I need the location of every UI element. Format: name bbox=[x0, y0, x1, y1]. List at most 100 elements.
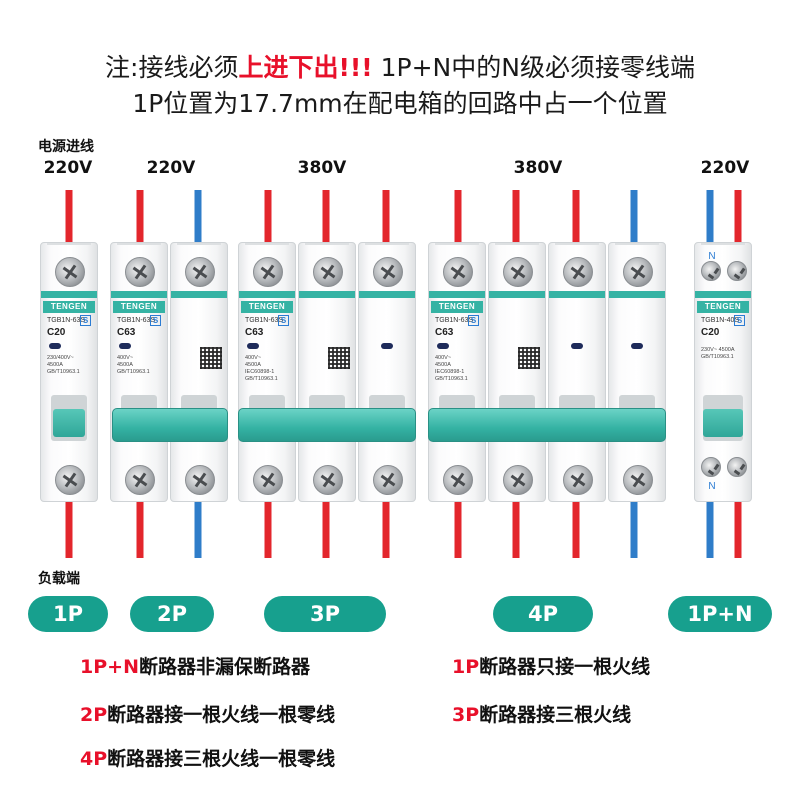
pill-3p: 3P bbox=[264, 596, 386, 632]
breaker-4p-pole-4 bbox=[608, 242, 666, 502]
breaker-1p-pole: TENGEN TGB1N-63S S C20 230/400V~ 4500A G… bbox=[40, 242, 98, 502]
switch-lever[interactable] bbox=[238, 408, 416, 442]
note-4p-text: 断路器接三根火线一根零线 bbox=[107, 748, 336, 770]
n-mark: N bbox=[708, 251, 716, 262]
breaker-4p-pole-3 bbox=[548, 242, 606, 502]
note-4p: 4P断路器接三根火线一根零线 bbox=[80, 744, 335, 771]
note-1p-highlight: 1P bbox=[452, 656, 480, 678]
rating-label: C63 bbox=[117, 327, 136, 338]
brand-label: TENGEN bbox=[113, 301, 165, 313]
terminal-screw-icon bbox=[701, 261, 721, 281]
pill-1pn: 1P+N bbox=[668, 596, 772, 632]
wire-out bbox=[454, 496, 462, 558]
wire-in bbox=[194, 190, 202, 254]
terminal-screw-icon bbox=[563, 257, 593, 287]
switch-lever[interactable] bbox=[112, 408, 228, 442]
rating-label: C63 bbox=[435, 327, 454, 338]
indicator-icon bbox=[49, 343, 61, 349]
note-3p-highlight: 3P bbox=[452, 704, 480, 726]
switch-lever[interactable] bbox=[703, 409, 743, 437]
s-mark: S bbox=[150, 315, 161, 326]
note-2p: 2P断路器接一根火线一根零线 bbox=[80, 700, 335, 727]
voltage-1pn: 220V bbox=[700, 158, 750, 178]
terminal-screw-icon bbox=[185, 465, 215, 495]
brand-label: TENGEN bbox=[43, 301, 95, 313]
wire-in bbox=[322, 190, 330, 254]
wire-in bbox=[264, 190, 272, 254]
terminal-screw-icon bbox=[503, 465, 533, 495]
header-line-1-highlight: 上进下出!!! bbox=[238, 53, 373, 82]
pill-4p: 4P bbox=[493, 596, 593, 632]
note-2p-text: 断路器接一根火线一根零线 bbox=[107, 704, 336, 726]
wire-out bbox=[65, 496, 73, 558]
rating-label: C20 bbox=[701, 327, 720, 338]
terminal-screw-icon bbox=[727, 261, 747, 281]
spec-label: 400V~ 4500A IEC60898-1 GB/T10963.1 bbox=[435, 355, 468, 382]
wire-in bbox=[382, 190, 390, 254]
qr-code-icon bbox=[200, 347, 222, 369]
wire-out bbox=[264, 496, 272, 558]
terminal-screw-icon bbox=[623, 257, 653, 287]
terminal-screw-icon bbox=[313, 257, 343, 287]
qr-code-icon bbox=[328, 347, 350, 369]
voltage-2p: 220V bbox=[146, 158, 196, 178]
breaker-2p-pole-2 bbox=[170, 242, 228, 502]
rating-label: C63 bbox=[245, 327, 264, 338]
terminal-screw-icon bbox=[701, 457, 721, 477]
brand-label: TENGEN bbox=[241, 301, 293, 313]
wire-in bbox=[734, 190, 742, 254]
model-label: TGB1N-63S bbox=[435, 317, 474, 324]
spec-label: 400V~ 4500A IEC60898-1 GB/T10963.1 bbox=[245, 355, 278, 382]
terminal-screw-icon bbox=[185, 257, 215, 287]
brand-label: TENGEN bbox=[697, 301, 749, 313]
wire-out bbox=[734, 496, 742, 558]
wire-in bbox=[65, 190, 73, 254]
terminal-screw-icon bbox=[253, 257, 283, 287]
voltage-3p: 380V bbox=[297, 158, 347, 178]
note-2p-highlight: 2P bbox=[80, 704, 108, 726]
load-end-label: 负载端 bbox=[38, 571, 80, 587]
indicator-icon bbox=[381, 343, 393, 349]
s-mark: S bbox=[734, 315, 745, 326]
terminal-screw-icon bbox=[373, 465, 403, 495]
terminal-screw-icon bbox=[253, 465, 283, 495]
note-1p: 1P断路器只接一根火线 bbox=[452, 652, 650, 679]
model-label: TGB1N-63S bbox=[47, 317, 86, 324]
model-label: TGB1N-40S bbox=[701, 317, 740, 324]
wire-out bbox=[706, 496, 714, 558]
note-1p-text: 断路器只接一根火线 bbox=[479, 656, 651, 678]
s-mark: S bbox=[468, 315, 479, 326]
switch-lever[interactable] bbox=[428, 408, 666, 442]
breaker-2p-pole-1: TENGEN TGB1N-63S S C63 400V~ 4500A GB/T1… bbox=[110, 242, 168, 502]
brand-label: TENGEN bbox=[431, 301, 483, 313]
terminal-screw-icon bbox=[727, 457, 747, 477]
pill-2p: 2P bbox=[130, 596, 214, 632]
voltage-1p: 220V bbox=[43, 158, 93, 178]
note-1pn: 1P+N断路器非漏保断路器 bbox=[80, 652, 310, 679]
header-line-1-prefix: 注:接线必须 bbox=[105, 53, 239, 82]
terminal-screw-icon bbox=[313, 465, 343, 495]
model-label: TGB1N-63S bbox=[117, 317, 156, 324]
wire-in bbox=[512, 190, 520, 254]
note-4p-highlight: 4P bbox=[80, 748, 108, 770]
switch-lever[interactable] bbox=[53, 409, 85, 437]
s-mark: S bbox=[80, 315, 91, 326]
terminal-screw-icon bbox=[125, 465, 155, 495]
breaker-1pn-pole: N TENGEN TGB1N-40S S C20 230V~ 4500A GB/… bbox=[694, 242, 752, 502]
note-3p-text: 断路器接三根火线 bbox=[479, 704, 632, 726]
wire-out bbox=[512, 496, 520, 558]
wire-in bbox=[454, 190, 462, 254]
voltage-4p: 380V bbox=[513, 158, 563, 178]
header-line-2: 1P位置为17.7mm在配电箱的回路中占一个位置 bbox=[132, 89, 668, 118]
power-in-label: 电源进线 bbox=[38, 139, 94, 155]
terminal-screw-icon bbox=[373, 257, 403, 287]
s-mark: S bbox=[278, 315, 289, 326]
note-1pn-text: 断路器非漏保断路器 bbox=[138, 656, 310, 678]
breaker-3p-pole-2 bbox=[298, 242, 356, 502]
breaker-4p-pole-1: TENGEN TGB1N-63S S C63 400V~ 4500A IEC60… bbox=[428, 242, 486, 502]
indicator-icon bbox=[571, 343, 583, 349]
terminal-screw-icon bbox=[623, 465, 653, 495]
indicator-icon bbox=[247, 343, 259, 349]
wire-in bbox=[630, 190, 638, 254]
